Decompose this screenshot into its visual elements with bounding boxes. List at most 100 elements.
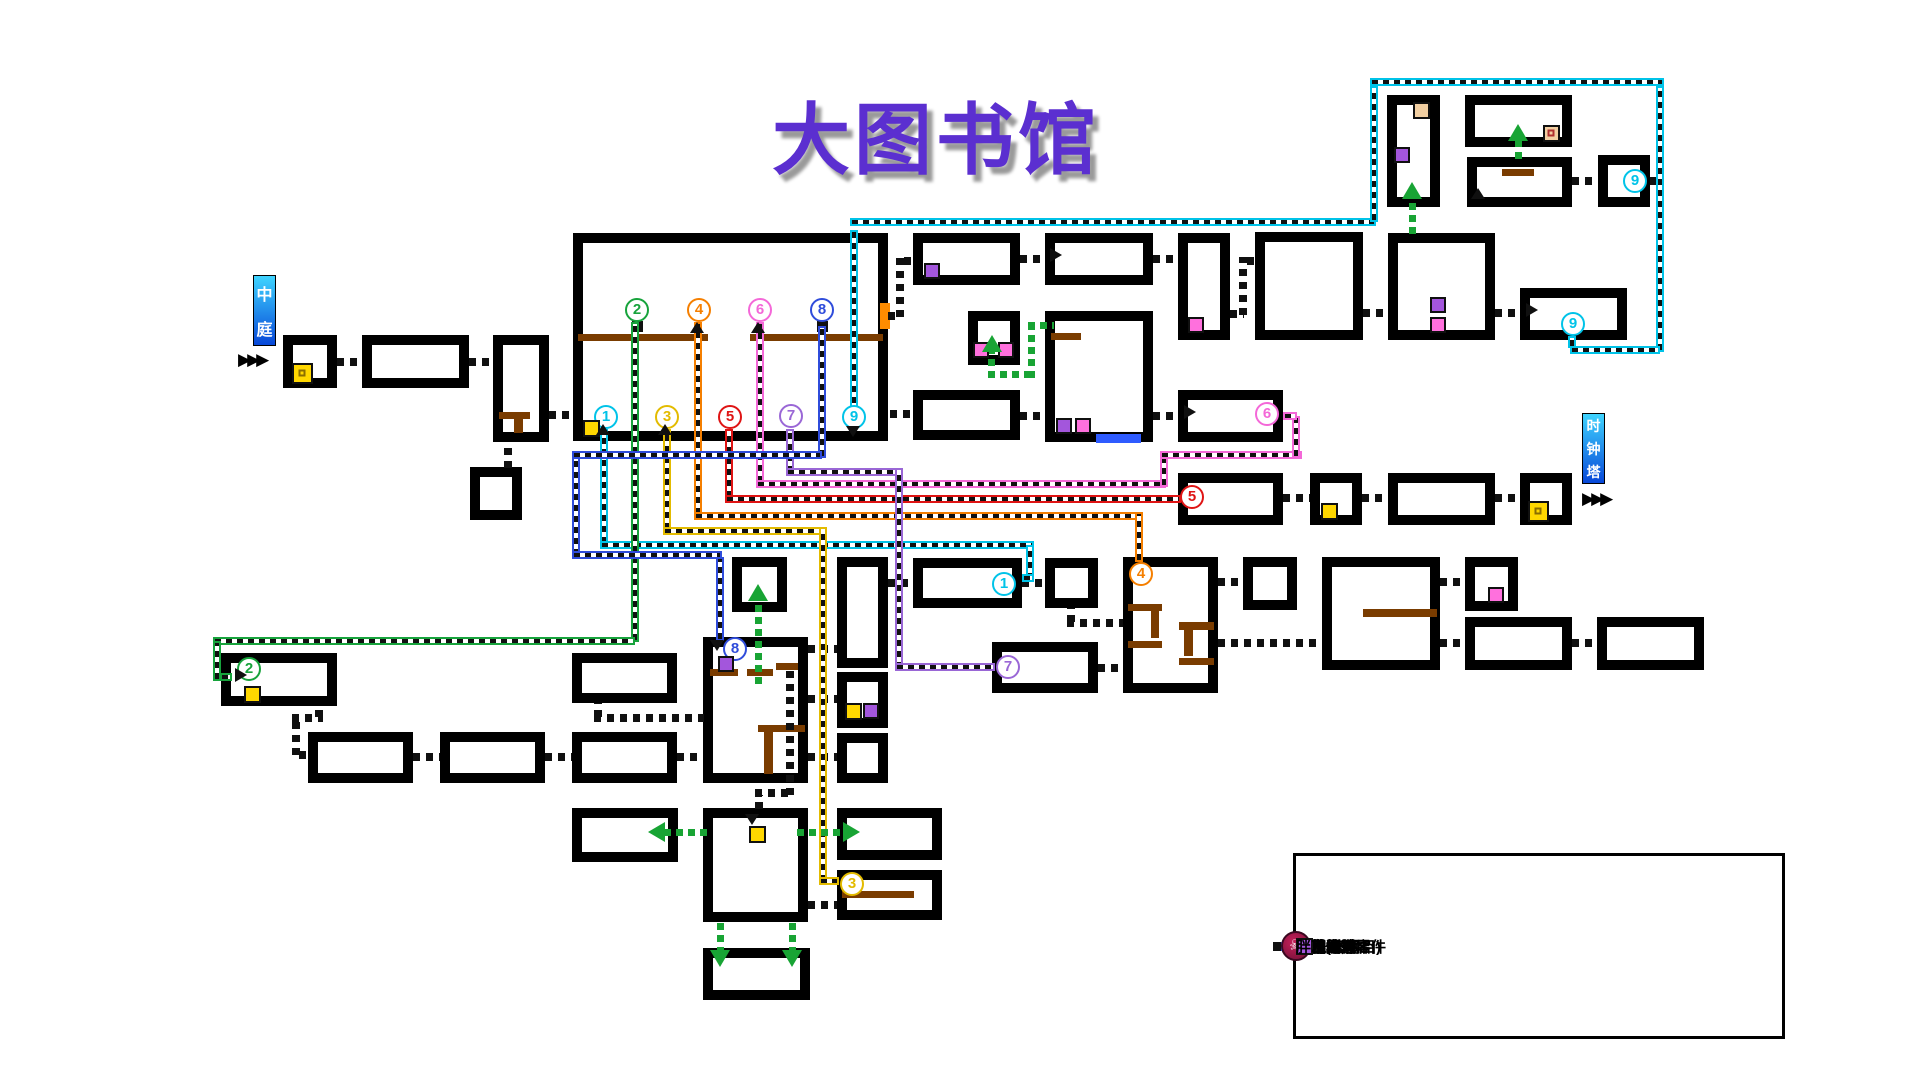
path-segment xyxy=(1495,309,1520,317)
terrain-ledge xyxy=(1179,658,1214,665)
path-segment xyxy=(1067,619,1123,627)
path-segment xyxy=(337,358,363,366)
path-segment xyxy=(1362,494,1388,502)
path-segment xyxy=(545,753,572,761)
route-path-segment xyxy=(895,468,903,670)
path-segment xyxy=(1363,309,1388,317)
path-segment xyxy=(1218,639,1322,647)
hidden-path-segment xyxy=(789,920,796,954)
portal-number-4: 4 xyxy=(1129,562,1153,586)
terrain-ledge xyxy=(1184,630,1193,656)
pants-icon xyxy=(1296,937,1313,955)
one-way-arrow-icon xyxy=(658,424,672,435)
marker-girl xyxy=(1488,587,1504,603)
hidden-path-segment xyxy=(664,829,712,836)
one-way-arrow-icon xyxy=(1526,303,1538,317)
path-segment xyxy=(786,668,794,795)
hidden-path-segment xyxy=(1028,322,1054,329)
hidden-path-arrow-icon xyxy=(982,335,1002,352)
hidden-path-arrow-icon xyxy=(843,822,860,842)
path-segment xyxy=(469,358,493,366)
path-segment xyxy=(594,714,704,722)
map-room xyxy=(1045,558,1098,608)
map-room xyxy=(1597,617,1704,670)
map-room xyxy=(1255,232,1363,340)
one-way-arrow-icon xyxy=(690,322,704,333)
map-room xyxy=(308,732,413,783)
map-room xyxy=(1045,311,1153,442)
route-path-segment xyxy=(716,557,724,641)
terrain-ledge xyxy=(578,334,708,341)
route-path-segment xyxy=(819,877,839,885)
one-way-arrow-icon xyxy=(235,668,247,682)
route-path-segment xyxy=(572,457,580,557)
terrain-ledge xyxy=(1051,333,1081,340)
marker-save xyxy=(844,702,862,720)
hidden-path-segment xyxy=(988,362,995,378)
one-way-arrow-icon xyxy=(1050,248,1062,262)
path-segment xyxy=(1440,639,1465,647)
route-path-segment xyxy=(850,230,858,416)
terrain-ledge xyxy=(758,725,805,732)
map-room xyxy=(837,733,888,783)
start-end-icon: ▶▶▶ xyxy=(238,350,269,369)
one-way-arrow-icon xyxy=(751,322,765,333)
route-path-segment xyxy=(694,512,1142,520)
route-path-segment xyxy=(850,218,1376,226)
page-title: 大图书馆 xyxy=(769,94,1101,187)
hidden-path-arrow-icon xyxy=(648,822,665,842)
marker-pants xyxy=(863,703,879,719)
map-room xyxy=(1465,617,1572,670)
portal-number-5: 5 xyxy=(718,405,742,429)
terrain-ledge xyxy=(1179,622,1214,630)
route-path-segment xyxy=(1570,346,1660,354)
portal-number-7: 7 xyxy=(996,655,1020,679)
route-path-segment xyxy=(663,527,825,535)
path-segment xyxy=(299,751,309,759)
portal-number-7: 7 xyxy=(779,404,803,428)
marker-pillar xyxy=(291,362,313,384)
map-room xyxy=(362,335,469,388)
map-room xyxy=(837,557,888,668)
marker-pants xyxy=(1056,418,1072,434)
portal-number-2: 2 xyxy=(625,298,649,322)
route-path-segment xyxy=(213,641,221,681)
portal-number-5: 5 xyxy=(1180,485,1204,509)
map-room xyxy=(470,467,522,520)
route-path-segment xyxy=(1370,86,1378,222)
exit-banner-clocktower: 时钟塔 xyxy=(1582,413,1605,484)
terrain-ledge xyxy=(1128,604,1162,611)
path-segment xyxy=(594,703,602,717)
path-segment xyxy=(1098,664,1123,672)
marker-girl xyxy=(1430,317,1446,333)
route-path-segment xyxy=(663,429,671,531)
route-path-segment xyxy=(631,322,639,642)
hidden-path-segment xyxy=(1028,323,1035,378)
route-path-segment xyxy=(1568,336,1576,348)
one-way-arrow-icon xyxy=(745,814,759,825)
path-segment xyxy=(1218,578,1243,586)
path-segment xyxy=(1283,494,1310,502)
path-segment xyxy=(1440,578,1465,586)
map-room xyxy=(440,732,545,783)
portal-number-3: 3 xyxy=(840,872,864,896)
path-segment xyxy=(1495,494,1520,502)
marker-part xyxy=(1542,124,1560,142)
marker-girl xyxy=(1075,418,1091,434)
marker-pants xyxy=(924,263,940,279)
path-segment xyxy=(1247,257,1256,265)
terrain-ledge xyxy=(750,334,883,341)
route-path-segment xyxy=(694,322,702,516)
map-room xyxy=(1178,233,1230,340)
map-room xyxy=(913,233,1020,285)
hidden-path-segment xyxy=(1515,140,1522,159)
start-end-icon: ▶▶▶ xyxy=(1582,489,1613,508)
hidden-path-arrow-icon xyxy=(710,950,730,967)
terrain-ledge xyxy=(1151,611,1159,638)
one-way-arrow-icon xyxy=(846,426,860,437)
marker-pants xyxy=(718,656,734,672)
path-segment xyxy=(1572,177,1598,185)
portal-number-8: 8 xyxy=(810,298,834,322)
portal-number-9: 9 xyxy=(1623,169,1647,193)
path-segment xyxy=(808,901,837,909)
